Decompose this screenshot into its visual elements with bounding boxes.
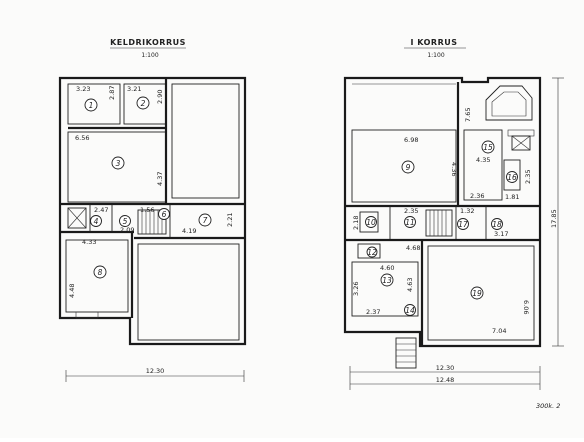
- dim-17: 1.32: [460, 207, 474, 215]
- room-7-label: 7: [203, 216, 208, 225]
- room-2-label: 2: [141, 99, 146, 108]
- room-19-outline: [427, 245, 535, 341]
- dim-7b: 2.21: [226, 213, 234, 227]
- basement-outer-wall: [58, 76, 247, 346]
- dim-13: 3.26: [352, 282, 360, 296]
- basement-scale: 1:100: [141, 52, 158, 59]
- basement-dimensions: 3.23 2.87 3.21 2.90 6.56 4.37 2.47 2.09 …: [68, 85, 234, 298]
- ground-room-labels: 9 10 11 12 13 14 15 16 17 18 19: [365, 140, 518, 316]
- dim-15a: 7.65: [464, 108, 472, 122]
- dim-19a: 6.06: [522, 300, 530, 314]
- basement-total-dim: 12.30: [146, 367, 165, 375]
- dim-16b: 2.36: [470, 192, 484, 200]
- basement-room-labels: 1 2 3 4 5 6 7 8: [84, 96, 212, 279]
- dim-13b: 4.63: [406, 278, 414, 292]
- room-12-outline: [357, 243, 381, 259]
- room-13-outline: [351, 261, 419, 317]
- dim-16c: 1.81: [505, 193, 519, 201]
- sheet-code: 300k. 2: [536, 402, 560, 410]
- room-9-outline: [351, 129, 457, 203]
- dim-r1w: 3.23: [76, 85, 90, 93]
- ground-total1-dim: 12.30: [436, 364, 455, 372]
- dim-r3h: 4.37: [156, 172, 164, 186]
- room-19-label: 19: [472, 289, 482, 298]
- dim-r9h: 4.36: [450, 162, 458, 176]
- room-6-label: 6: [162, 210, 167, 219]
- ground-total2-dim: 12.48: [436, 376, 455, 384]
- room-18-label: 18: [492, 220, 502, 229]
- dim-16: 2.35: [524, 170, 532, 184]
- room-8-label: 8: [98, 268, 103, 277]
- ground-scale: 1:100: [427, 52, 444, 59]
- ground-title: I KORRUS: [411, 38, 458, 47]
- dim-r2h: 2.90: [156, 90, 164, 104]
- basement-stairs: [137, 209, 167, 235]
- dim-7a: 4.19: [182, 227, 196, 235]
- room-1-outline: [67, 83, 121, 125]
- room-14-label: 14: [405, 306, 415, 315]
- room-12-label: 12: [367, 248, 377, 257]
- dim-14: 2.37: [366, 308, 380, 316]
- room-3-label: 3: [116, 159, 121, 168]
- ground-dimensions: 6.98 4.36 7.65 4.35 2.35 2.36 1.81 2.18 …: [352, 108, 532, 335]
- basement-lower-room: [137, 243, 240, 341]
- basement-large-room: [171, 83, 240, 199]
- dim-5b: 2.09: [120, 226, 134, 234]
- dim-15b: 4.35: [476, 156, 490, 164]
- basement-title: KELDRIKORRUS: [110, 38, 186, 47]
- dim-8a: 4.33: [82, 238, 96, 246]
- room-15-bay-window: [485, 85, 533, 121]
- dim-19b: 7.04: [492, 327, 506, 335]
- room-11-label: 11: [405, 218, 415, 227]
- ground-plan: I KORRUS 1:100: [343, 38, 564, 390]
- room-4-outline: [67, 207, 87, 229]
- dim-r2w: 3.21: [127, 85, 141, 93]
- dim-12: 4.60: [380, 264, 394, 272]
- room-16-outline: [503, 159, 521, 191]
- room-9-label: 9: [406, 163, 411, 172]
- room-10-label: 10: [366, 218, 376, 227]
- dim-11: 2.35: [404, 207, 418, 215]
- ground-right-dim: 17.85: [550, 209, 558, 228]
- ground-stairs: [425, 209, 453, 237]
- dim-r3w: 6.56: [75, 134, 89, 142]
- dim-18: 3.17: [494, 230, 508, 238]
- room-16-label: 16: [507, 173, 517, 182]
- dim-r9w: 6.98: [404, 136, 418, 144]
- room-5-label: 5: [123, 217, 128, 226]
- room-4-label: 4: [94, 217, 99, 226]
- room-13-label: 13: [382, 276, 392, 285]
- room-17-label: 17: [458, 220, 468, 229]
- room-10-outline: [359, 211, 379, 233]
- room-15-outline: [463, 129, 503, 201]
- basement-plan: KELDRIKORRUS 1:100: [58, 38, 247, 382]
- dim-5a: 2.47: [94, 206, 108, 214]
- room-1-label: 1: [89, 101, 94, 110]
- dim-6: 1.56: [140, 206, 154, 214]
- dim-8b: 4.48: [68, 284, 76, 298]
- dim-12b: 4.68: [406, 244, 420, 252]
- room-15-label: 15: [483, 143, 493, 152]
- ground-outer-wall: [343, 76, 542, 348]
- entrance-stairs: [395, 337, 417, 369]
- dim-10: 2.18: [352, 216, 360, 230]
- dim-r1h: 2.87: [108, 86, 116, 100]
